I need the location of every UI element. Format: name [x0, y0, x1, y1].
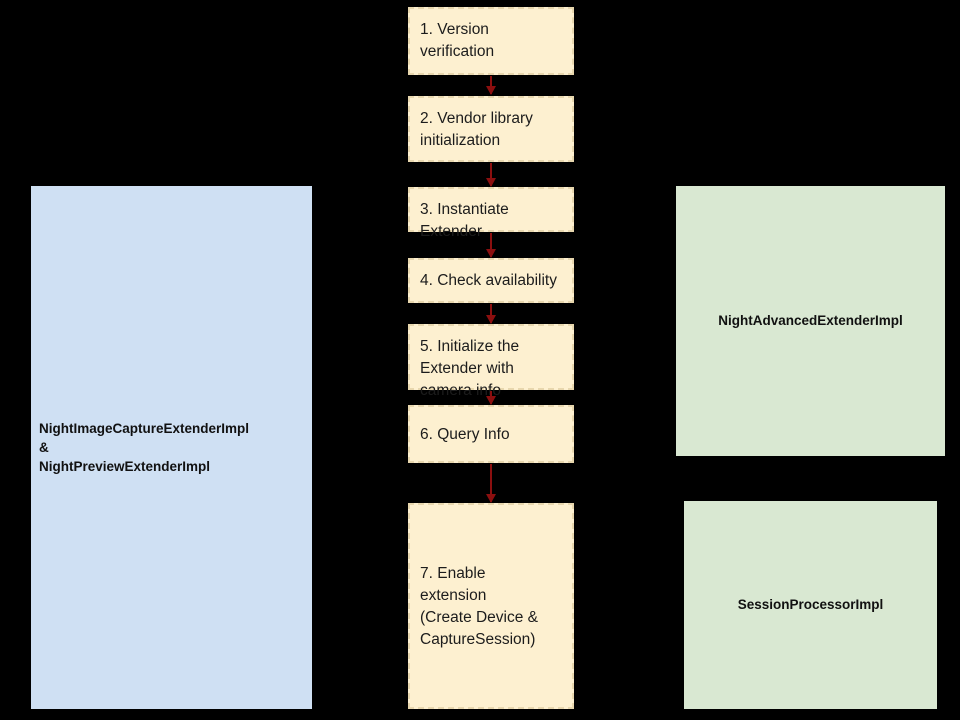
arrow-step3-to-step4	[484, 233, 498, 258]
step-box-enable-extension[interactable]: 7. Enable extension (Create Device & Cap…	[408, 503, 574, 709]
arrow-shaft	[490, 76, 492, 94]
step-box-query-info[interactable]: 6. Query Info	[408, 405, 574, 463]
panel-advanced-extender-impl: NightAdvancedExtenderImpl	[676, 186, 945, 456]
step-box-version-verification[interactable]: 1. Version verification	[408, 7, 574, 75]
arrow-step1-to-step2	[484, 76, 498, 95]
arrow-head	[486, 178, 496, 187]
arrow-head	[486, 249, 496, 258]
arrow-head	[486, 494, 496, 503]
arrow-shaft	[490, 464, 492, 502]
panel-basic-extender-impl: NightImageCaptureExtenderImpl & NightPre…	[31, 186, 312, 709]
arrow-shaft	[490, 304, 492, 323]
arrow-step5-to-step6	[484, 391, 498, 405]
step-box-instantiate-extender[interactable]: 3. Instantiate Extender	[408, 187, 574, 240]
arrow-head	[486, 396, 496, 405]
step-box-vendor-library-initialization[interactable]: 2. Vendor library initialization	[408, 96, 574, 162]
arrow-head	[486, 315, 496, 324]
arrow-shaft	[490, 233, 492, 257]
arrow-head	[486, 86, 496, 95]
arrow-step2-to-step3	[484, 163, 498, 187]
arrow-step4-to-step5	[484, 304, 498, 324]
panel-session-processor-impl: SessionProcessorImpl	[684, 501, 937, 709]
step-box-initialize-extender-with-camera-info[interactable]: 5. Initialize the Extender with camera i…	[408, 324, 574, 399]
step-box-check-availability[interactable]: 4. Check availability	[408, 258, 574, 303]
arrow-shaft	[490, 163, 492, 186]
arrow-step6-to-step7	[484, 464, 498, 503]
